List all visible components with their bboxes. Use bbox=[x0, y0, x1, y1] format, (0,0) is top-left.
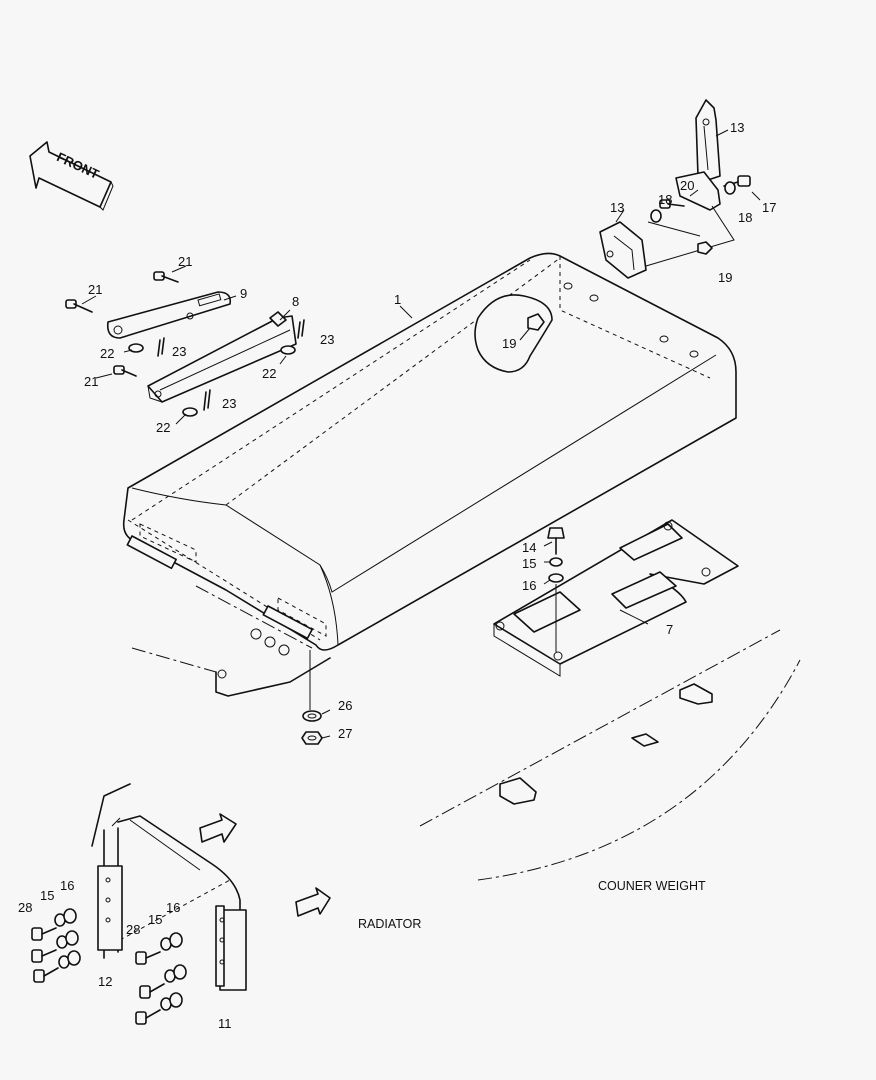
callout-16-bracket: 16 bbox=[522, 578, 536, 593]
leader-lines bbox=[81, 129, 761, 739]
callout-18-right: 18 bbox=[738, 210, 752, 225]
callout-19-latch: 19 bbox=[718, 270, 732, 285]
callout-21-left: 21 bbox=[88, 282, 102, 297]
callout-8: 8 bbox=[292, 294, 299, 309]
callout-20: 20 bbox=[680, 178, 694, 193]
link-arm-9 bbox=[106, 291, 232, 339]
washer-26 bbox=[302, 710, 322, 722]
callout-15-right: 15 bbox=[148, 912, 162, 927]
callout-27: 27 bbox=[338, 726, 352, 741]
latch-hardware bbox=[645, 175, 751, 267]
bolt-14-stack bbox=[547, 527, 565, 652]
callout-22-bottom: 22 bbox=[156, 420, 170, 435]
bolts-21 bbox=[65, 271, 179, 377]
engine-hood-cover bbox=[122, 252, 737, 651]
callout-13-lower: 13 bbox=[610, 200, 624, 215]
callout-22-right: 22 bbox=[262, 366, 276, 381]
counterweight-outline bbox=[419, 629, 801, 881]
callout-16-left: 16 bbox=[60, 878, 74, 893]
callout-15-bracket: 15 bbox=[522, 556, 536, 571]
link-arm-8 bbox=[147, 311, 297, 403]
radiator-bolts bbox=[31, 908, 187, 1025]
bracket-plate-7 bbox=[493, 519, 739, 677]
callout-14: 14 bbox=[522, 540, 536, 555]
front-arrow: FRONT bbox=[29, 141, 114, 211]
callout-23-left: 23 bbox=[172, 344, 186, 359]
radiator-label: RADIATOR bbox=[358, 917, 421, 931]
callout-23-bottom: 23 bbox=[222, 396, 236, 411]
latch-13-lower bbox=[599, 221, 647, 279]
counterweight-label: COUNER WEIGHT bbox=[598, 879, 706, 893]
callout-7: 7 bbox=[666, 622, 673, 637]
hinge-plate bbox=[131, 585, 331, 710]
callout-28-left: 28 bbox=[18, 900, 32, 915]
callout-18-left: 18 bbox=[658, 192, 672, 207]
callout-26: 26 bbox=[338, 698, 352, 713]
callout-21-bottom: 21 bbox=[84, 374, 98, 389]
callout-12: 12 bbox=[98, 974, 112, 989]
callout-13-upper: 13 bbox=[730, 120, 744, 135]
callout-15-left: 15 bbox=[40, 888, 54, 903]
callout-23-right: 23 bbox=[320, 332, 334, 347]
callout-9: 9 bbox=[240, 286, 247, 301]
callout-17: 17 bbox=[762, 200, 776, 215]
pins-23 bbox=[157, 319, 305, 411]
latch-13-upper bbox=[675, 99, 721, 211]
callout-21-top: 21 bbox=[178, 254, 192, 269]
callout-11: 11 bbox=[218, 1016, 232, 1031]
callout-labels: 1 7 8 9 11 12 13 13 14 15 15 15 16 16 16… bbox=[18, 120, 776, 1031]
callout-28-right: 28 bbox=[126, 922, 140, 937]
nut-27 bbox=[301, 731, 323, 745]
nut-19-on-cover bbox=[527, 313, 545, 331]
callout-16-right: 16 bbox=[166, 900, 180, 915]
radiator-frame bbox=[91, 783, 331, 991]
washers-22 bbox=[128, 343, 296, 417]
callout-1: 1 bbox=[394, 292, 401, 307]
callout-19-cover: 19 bbox=[502, 336, 516, 351]
callout-22-left: 22 bbox=[100, 346, 114, 361]
